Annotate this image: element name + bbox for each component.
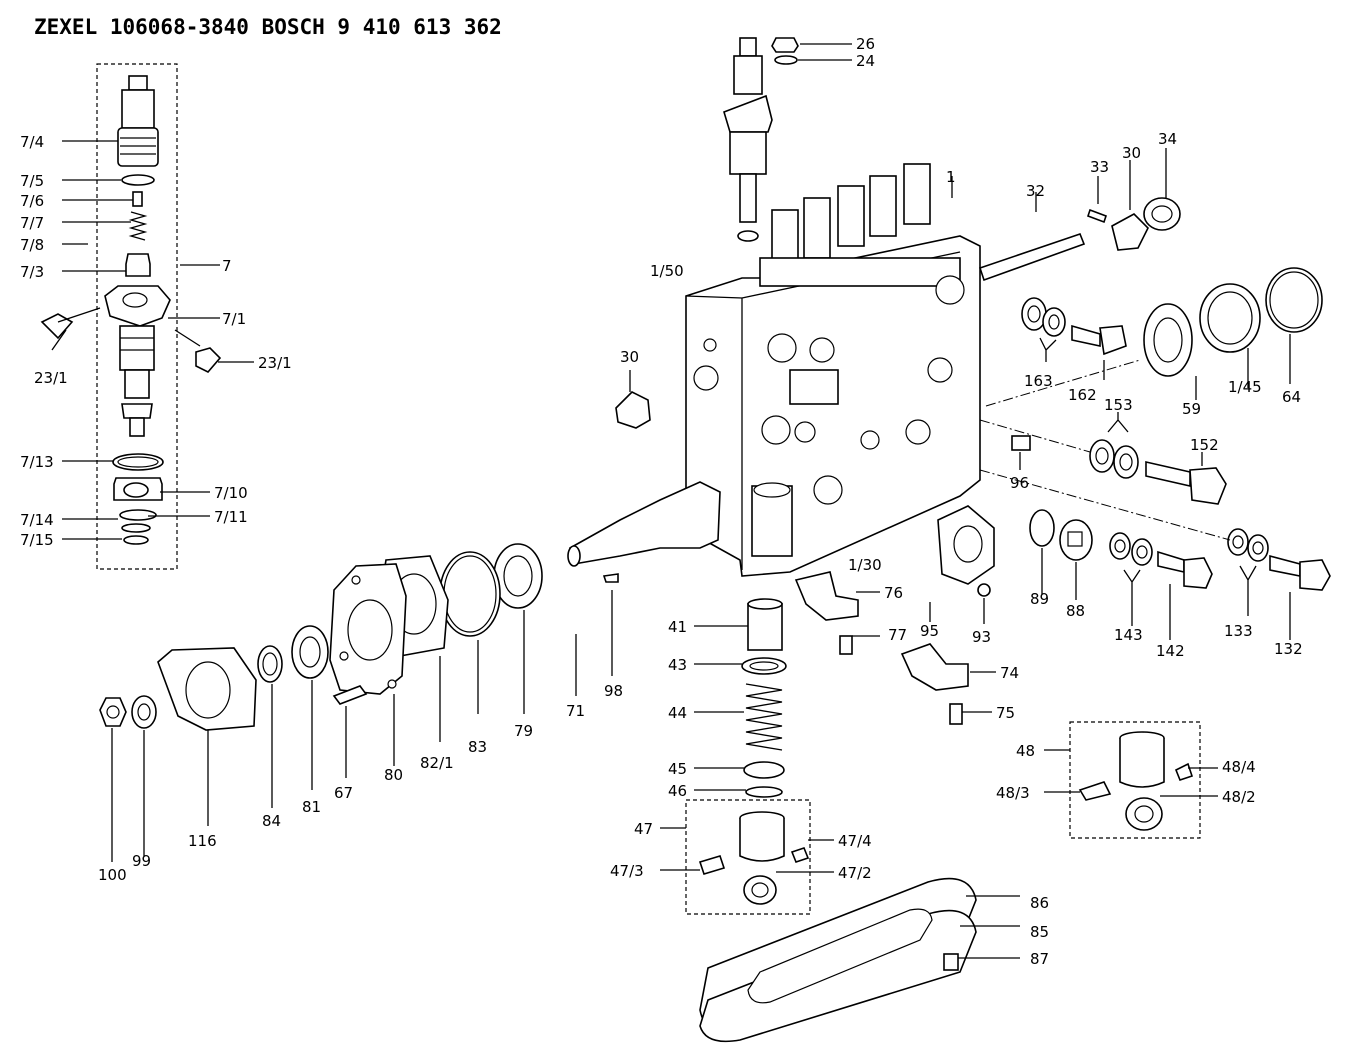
label-89: 89 [1030,590,1049,608]
lower-middle-parts [660,571,1218,1043]
label-7-6: 7/6 [20,192,44,210]
label-87: 87 [1030,950,1049,968]
label-44: 44 [668,704,687,722]
label-41: 41 [668,618,687,636]
label-95: 95 [920,622,939,640]
label-96: 96 [1010,474,1029,492]
label-1: 1 [946,168,956,186]
label-32: 32 [1026,182,1045,200]
element-assembly-group [40,63,254,570]
label-46: 46 [668,782,687,800]
label-142: 142 [1156,642,1185,660]
label-24: 24 [856,52,875,70]
pump-housing [567,163,981,577]
label-82-1: 82/1 [420,754,454,772]
label-132: 132 [1274,640,1303,658]
label-47: 47 [634,820,653,838]
label-85: 85 [1030,923,1049,941]
label-143: 143 [1114,626,1143,644]
label-26: 26 [856,35,875,53]
part-labels: 7/4 7/5 7/6 7/7 7/8 7/3 7 7/1 23/1 23/1 … [20,35,1303,968]
label-1-30: 1/30 [848,556,882,574]
label-83: 83 [468,738,487,756]
label-133: 133 [1224,622,1253,640]
label-48-2: 48/2 [1222,788,1256,806]
label-47-4: 47/4 [838,832,872,850]
label-34: 34 [1158,130,1177,148]
label-75: 75 [996,704,1015,722]
label-76: 76 [884,584,903,602]
label-64: 64 [1282,388,1301,406]
label-7: 7 [222,257,232,275]
label-1-50: 1/50 [650,262,684,280]
lower-left-parts [99,543,619,862]
label-77: 77 [888,626,907,644]
label-48-4: 48/4 [1222,758,1256,776]
label-162: 162 [1068,386,1097,404]
label-7-8: 7/8 [20,236,44,254]
label-116: 116 [188,832,217,850]
label-163: 163 [1024,372,1053,390]
label-43: 43 [668,656,687,674]
label-59: 59 [1182,400,1201,418]
label-80: 80 [384,766,403,784]
label-7-3: 7/3 [20,263,44,281]
label-7-4: 7/4 [20,133,44,151]
label-74: 74 [1000,664,1019,682]
label-153: 153 [1104,396,1133,414]
label-81: 81 [302,798,321,816]
label-23-1-left: 23/1 [34,369,68,387]
label-84: 84 [262,812,281,830]
label-88: 88 [1066,602,1085,620]
label-30-left: 30 [620,348,639,366]
right-side-parts [929,148,1331,640]
label-33: 33 [1090,158,1109,176]
label-7-13: 7/13 [20,453,54,471]
label-152: 152 [1190,436,1219,454]
label-45: 45 [668,760,687,778]
label-79: 79 [514,722,533,740]
label-99: 99 [132,852,151,870]
label-100: 100 [98,866,127,884]
label-48-3: 48/3 [996,784,1030,802]
label-7-15: 7/15 [20,531,54,549]
label-47-2: 47/2 [838,864,872,882]
label-7-10: 7/10 [214,484,248,502]
label-48: 48 [1016,742,1035,760]
label-67: 67 [334,784,353,802]
label-23-1-right: 23/1 [258,354,292,372]
label-71: 71 [566,702,585,720]
label-47-3: 47/3 [610,862,644,880]
label-7-5: 7/5 [20,172,44,190]
label-7-7: 7/7 [20,214,44,232]
left-cap-30 [615,370,651,429]
label-86: 86 [1030,894,1049,912]
label-93: 93 [972,628,991,646]
label-1-45: 1/45 [1228,378,1262,396]
label-30-right: 30 [1122,144,1141,162]
label-7-14: 7/14 [20,511,54,529]
label-98: 98 [604,682,623,700]
delivery-valve-holder-group [723,37,852,242]
label-7-11: 7/11 [214,508,248,526]
label-7-1: 7/1 [222,310,246,328]
diagram-title: ZEXEL 106068-3840 BOSCH 9 410 613 362 [34,15,502,39]
